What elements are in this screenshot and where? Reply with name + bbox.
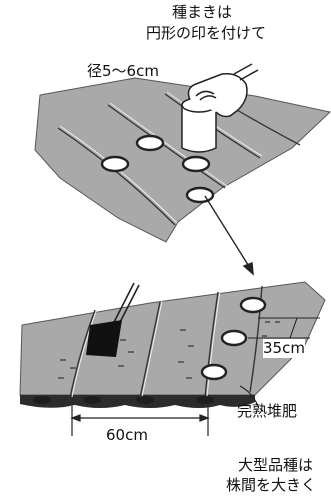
caption-bottom-line1: 大型品種は [238,456,314,474]
hand-with-cup-icon [181,63,259,153]
spacing-35-label: 35cm [263,339,305,358]
compost-leader [239,385,259,407]
width-60-label: 60cm [106,426,148,444]
seed-marks-upper [100,134,215,204]
caption-top-line1: 種まきは [172,3,233,21]
diameter-label: 径5〜6cm [87,62,159,80]
marker-tool-icon [86,282,140,357]
spacing-35-marker [248,317,320,339]
compost-label: 完熟堆肥 [237,402,298,420]
arrow-to-lower [204,195,254,276]
width-60-dimension [70,406,210,436]
caption-bottom-line2: 株間を大きく [226,476,317,494]
seed-marks-lower [200,296,267,381]
caption-top-line2: 円形の印を付けて [146,24,267,42]
